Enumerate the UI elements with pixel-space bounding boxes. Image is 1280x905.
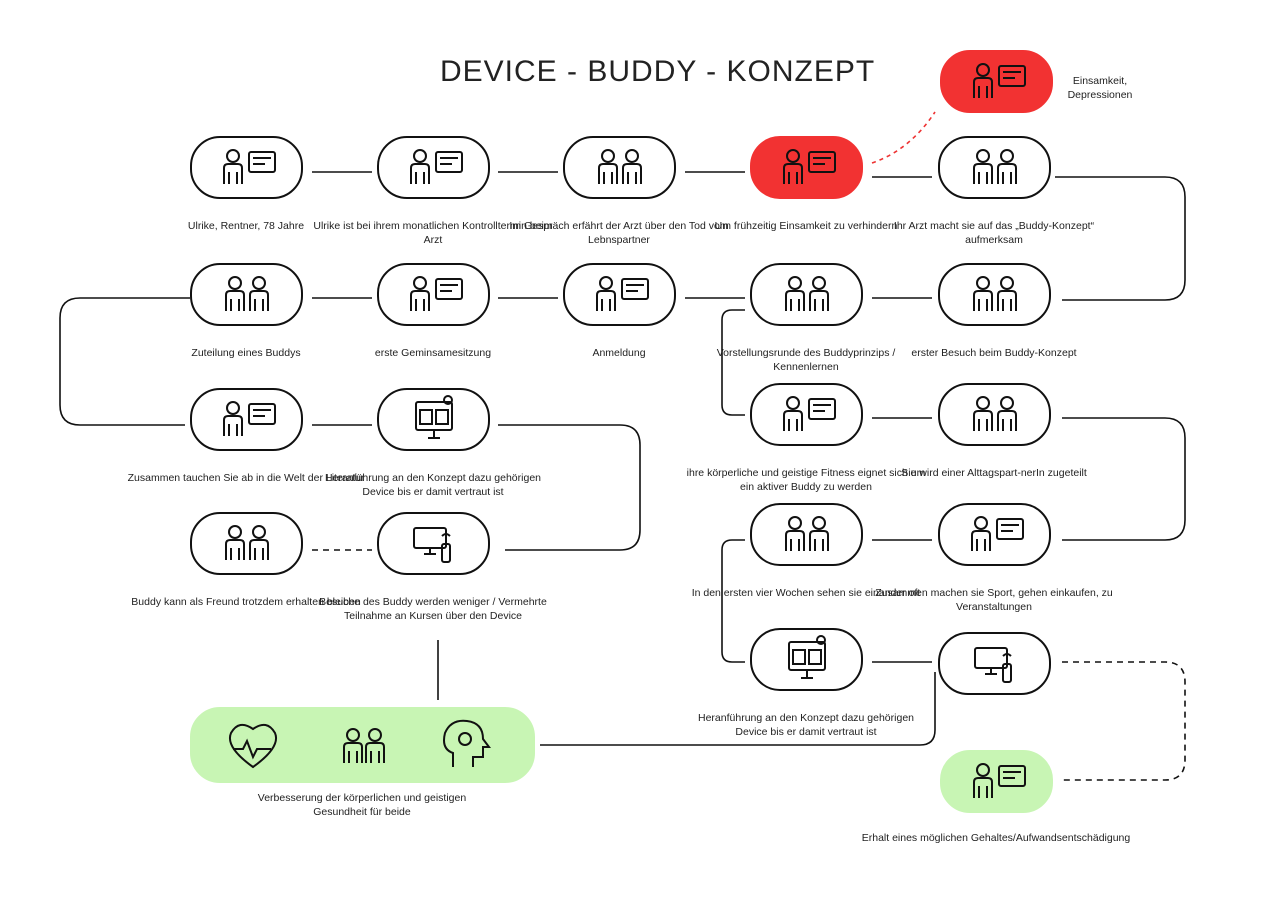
node-label: Verbesserung der körperlichen und geisti… bbox=[257, 792, 467, 818]
node-label: erste Geminsamesitzung bbox=[374, 347, 492, 359]
node-heranfuehrung1 bbox=[377, 388, 490, 451]
form-document-icon bbox=[595, 275, 649, 312]
node-kontroll bbox=[377, 136, 490, 199]
node-label: Erhalt eines möglichen Gehaltes/Aufwands… bbox=[861, 832, 1131, 844]
money-hand-icon bbox=[972, 762, 1026, 799]
shopping-sport-icon bbox=[970, 515, 1024, 552]
node-label: Ulrike ist bei ihrem monatlichen Kontrol… bbox=[313, 220, 553, 246]
node-vorstellung bbox=[750, 263, 863, 326]
node-label: Ihr Arzt macht sie auf das „Buddy-Konzep… bbox=[893, 220, 1095, 246]
monitor-icon bbox=[414, 394, 453, 439]
brochure-hands-icon bbox=[972, 148, 1017, 185]
node-label: Einsamkeit, Depressionen bbox=[1067, 75, 1133, 101]
node-label: In den ersten vier Wochen sehen sie eina… bbox=[691, 587, 921, 599]
node-anmeldung bbox=[563, 263, 676, 326]
node-wochen bbox=[750, 503, 863, 566]
elderly-woman-icon bbox=[222, 148, 276, 185]
tv-remote-icon bbox=[412, 526, 451, 563]
node-label: Heranführung an den Konzept dazu gehörig… bbox=[698, 712, 914, 738]
node-gehalt bbox=[940, 750, 1053, 813]
node-label: Zusammen machen sie Sport, gehen einkauf… bbox=[875, 587, 1113, 613]
node-freund bbox=[190, 512, 303, 575]
node-label: Buddy kann als Freund trotzdem erhalten … bbox=[131, 596, 361, 608]
node-label: Anmeldung bbox=[592, 347, 646, 359]
node-label: Um frühzeitig Einsamkeit zu verhindern bbox=[714, 220, 898, 232]
node-device bbox=[938, 632, 1051, 695]
node-gespraech bbox=[563, 136, 676, 199]
doctor-chat-icon bbox=[409, 148, 463, 185]
monitor-icon bbox=[787, 634, 826, 679]
node-label: Vorstellungsrunde des Buddyprinzips / Ke… bbox=[716, 347, 896, 373]
node-depression bbox=[940, 50, 1053, 113]
tv-remote-icon bbox=[973, 646, 1012, 683]
page-title: DEVICE - BUDDY - KONZEPT bbox=[440, 55, 876, 88]
presentation-icon bbox=[409, 275, 463, 312]
meeting-icon bbox=[597, 148, 642, 185]
friends-icon bbox=[784, 515, 829, 552]
node-fitness bbox=[750, 383, 863, 446]
node-label: Ulrike, Rentner, 78 Jahre bbox=[187, 220, 305, 232]
node-gesundheit bbox=[190, 707, 535, 783]
node-ulrike bbox=[190, 136, 303, 199]
group-wave-icon bbox=[972, 275, 1017, 312]
node-einsamkeit-verhindern bbox=[750, 136, 863, 199]
heart-friends-brain-icon bbox=[228, 719, 491, 769]
node-zuteilung bbox=[190, 263, 303, 326]
coffin-doctor-icon bbox=[782, 148, 836, 185]
node-label: ihre körperliche und geistige Fitness ei… bbox=[686, 467, 926, 493]
node-besuche-weniger bbox=[377, 512, 490, 575]
node-alltag bbox=[938, 383, 1051, 446]
books-icon bbox=[222, 400, 276, 437]
node-sport bbox=[938, 503, 1051, 566]
sad-woman-icon bbox=[972, 62, 1026, 99]
node-sitzung bbox=[377, 263, 490, 326]
fitness-class-icon bbox=[782, 395, 836, 432]
node-label: Zusammen tauchen Sie ab in die Welt der … bbox=[127, 472, 365, 484]
node-heranfuehrung2 bbox=[750, 628, 863, 691]
node-label: Besuche des Buddy werden weniger / Verme… bbox=[319, 596, 547, 622]
node-label: Sie wird einer Alttagspart-nerIn zugetei… bbox=[901, 467, 1087, 479]
handshake-icon bbox=[784, 275, 829, 312]
two-people-arrow-icon bbox=[972, 395, 1017, 432]
node-label: erster Besuch beim Buddy-Konzept bbox=[911, 347, 1077, 359]
friends-thumbs-up-icon bbox=[224, 524, 269, 561]
node-label: Im Gespräch erfährt der Arzt über den To… bbox=[509, 220, 729, 246]
node-besuch bbox=[938, 263, 1051, 326]
two-women-icon bbox=[224, 275, 269, 312]
node-arzt-hinweis bbox=[938, 136, 1051, 199]
node-literatur bbox=[190, 388, 303, 451]
node-label: Heranführung an den Konzept dazu gehörig… bbox=[325, 472, 541, 498]
node-label: Zuteilung eines Buddys bbox=[191, 347, 301, 359]
